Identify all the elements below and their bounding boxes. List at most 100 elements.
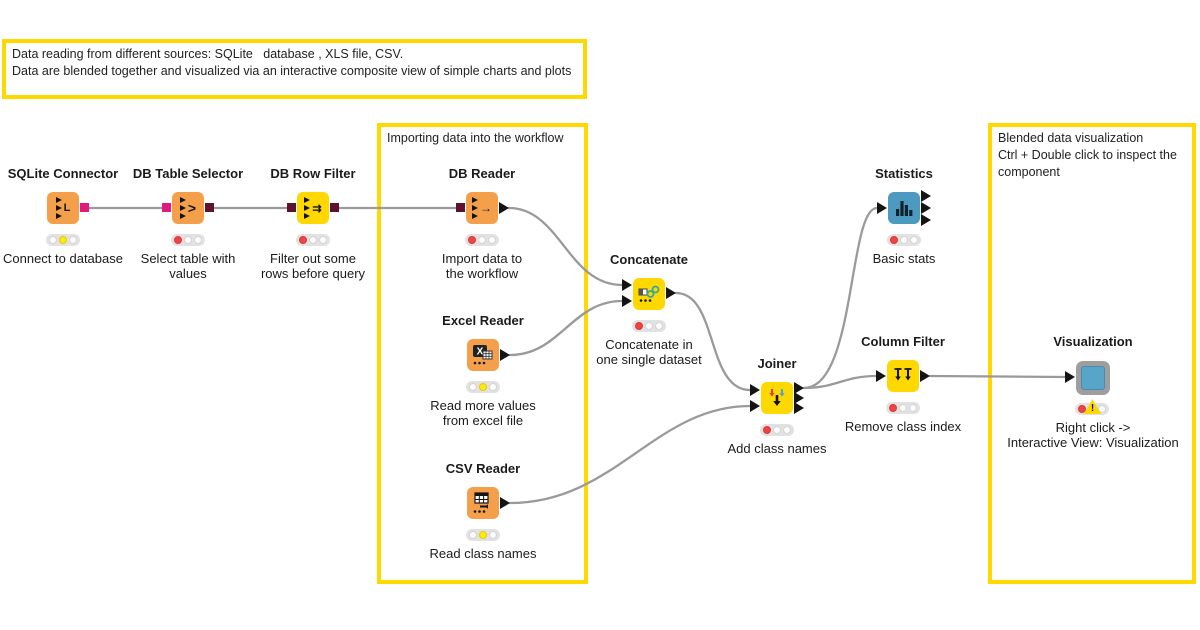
data-out-port-2[interactable]: [921, 202, 931, 214]
db-sqlite-icon[interactable]: L: [47, 192, 79, 224]
node-comment: Right click -> Interactive View: Visuali…: [1007, 420, 1179, 450]
db-stack-icon: >: [179, 197, 196, 219]
db-connection-in-port[interactable]: [162, 203, 171, 212]
data-in-port[interactable]: [1065, 371, 1075, 383]
svg-text:X: X: [477, 347, 484, 358]
node-title: Concatenate: [609, 252, 689, 267]
db-connection-out-port[interactable]: [80, 203, 89, 212]
node-visualization-component[interactable]: Visualization ! Right click -> Interacti…: [1007, 334, 1179, 450]
node-title: DB Reader: [448, 166, 516, 181]
excel-icon[interactable]: X: [467, 339, 499, 371]
data-out-port-3[interactable]: [921, 214, 931, 226]
node-comment: Filter out some rows before query: [260, 251, 366, 281]
db-data-out-port[interactable]: [205, 203, 214, 212]
data-out-port-1[interactable]: [921, 190, 931, 202]
wire-joiner-to-statistics[interactable]: [802, 206, 879, 390]
db-table-selector-icon[interactable]: >: [172, 192, 204, 224]
traffic-light: [296, 234, 330, 246]
wire-csv-to-joiner[interactable]: [508, 404, 752, 505]
data-out-port[interactable]: [500, 349, 510, 361]
csv-table-icon[interactable]: [467, 487, 499, 519]
annotation-blended-box[interactable]: Blended data visualization Ctrl + Double…: [988, 123, 1196, 584]
joiner-arrows-icon[interactable]: [761, 382, 793, 414]
db-stack-icon: ⇉: [304, 197, 322, 219]
traffic-light: [632, 320, 666, 332]
db-data-out-port[interactable]: [330, 203, 339, 212]
data-out-port-3[interactable]: [794, 402, 804, 414]
data-in-port-2[interactable]: [750, 400, 760, 412]
data-out-port[interactable]: [499, 202, 509, 214]
data-in-port-1[interactable]: [622, 279, 632, 291]
node-excel-reader[interactable]: Excel Reader X Read more values from exc…: [430, 313, 536, 428]
node-title: SQLite Connector: [7, 166, 119, 181]
csv-glyph: [473, 492, 489, 513]
node-db-table-selector[interactable]: DB Table Selector > Select table with va…: [133, 166, 243, 281]
node-column-filter[interactable]: Column Filter Remove class index: [845, 334, 961, 434]
node-concatenate[interactable]: Concatenate Concatenate in one single da…: [596, 252, 702, 367]
db-reader-icon[interactable]: →: [466, 192, 498, 224]
node-comment: Read more values from excel file: [430, 398, 536, 428]
data-in-port-1[interactable]: [750, 384, 760, 396]
db-stack-icon: →: [472, 197, 492, 219]
node-title: Column Filter: [861, 334, 945, 349]
node-title: Statistics: [875, 166, 933, 181]
node-title: Excel Reader: [442, 313, 524, 328]
data-in-port[interactable]: [876, 370, 886, 382]
data-in-port[interactable]: [877, 202, 887, 214]
data-out-port[interactable]: [666, 287, 676, 299]
column-filter-glyph: [894, 368, 912, 381]
node-title: Visualization: [1053, 334, 1133, 349]
node-db-reader[interactable]: DB Reader → Import data to the workflow: [442, 166, 522, 281]
excel-glyph: X: [473, 345, 493, 365]
joiner-glyph: [769, 389, 785, 406]
node-comment: Connect to database: [3, 251, 123, 266]
data-out-port[interactable]: [500, 497, 510, 509]
node-sqlite-connector[interactable]: SQLite Connector L Connect to database: [3, 166, 123, 266]
node-comment: Import data to the workflow: [441, 251, 523, 281]
node-comment: Select table with values: [140, 251, 236, 281]
node-comment: Basic stats: [872, 251, 936, 266]
traffic-light: [887, 234, 921, 246]
db-stack-icon: L: [55, 197, 70, 219]
node-csv-reader[interactable]: CSV Reader Read class names: [430, 461, 537, 561]
wire-concatenate-to-joiner[interactable]: [674, 291, 752, 392]
traffic-light: [465, 234, 499, 246]
concatenate-chain-icon[interactable]: [633, 278, 665, 310]
concatenate-glyph: [638, 285, 660, 302]
node-comment: Add class names: [727, 441, 827, 456]
data-in-port-2[interactable]: [622, 295, 632, 307]
histogram-glyph: [896, 201, 913, 216]
traffic-light: [760, 424, 794, 436]
db-data-in-port[interactable]: [287, 203, 296, 212]
annotation-blended-text: Blended data visualization Ctrl + Double…: [998, 131, 1177, 179]
traffic-light: [46, 234, 80, 246]
node-db-row-filter[interactable]: DB Row Filter ⇉ Filter out some rows bef…: [261, 166, 365, 281]
node-comment: Remove class index: [844, 419, 962, 434]
wire-dbreader-to-concatenate[interactable]: [507, 206, 624, 287]
column-filter-arrows-icon[interactable]: [887, 360, 919, 392]
node-title: Joiner: [757, 356, 797, 371]
component-inner-square: [1081, 366, 1105, 390]
node-title: DB Row Filter: [270, 166, 356, 181]
traffic-light: [171, 234, 205, 246]
db-data-in-port[interactable]: [456, 203, 465, 212]
annotation-top-text: Data reading from different sources: SQL…: [12, 47, 572, 78]
db-row-filter-icon[interactable]: ⇉: [297, 192, 329, 224]
traffic-light: !: [1075, 399, 1109, 415]
node-joiner[interactable]: Joiner Add class names: [728, 356, 827, 456]
traffic-light: [886, 402, 920, 414]
wire-excel-to-concatenate[interactable]: [508, 299, 624, 357]
histogram-icon[interactable]: [888, 192, 920, 224]
component-icon[interactable]: [1076, 361, 1110, 395]
annotation-top-box[interactable]: Data reading from different sources: SQL…: [2, 39, 587, 99]
node-title: DB Table Selector: [132, 166, 244, 181]
data-out-port[interactable]: [920, 370, 930, 382]
annotation-importing-text: Importing data into the workflow: [387, 131, 564, 145]
data-out-port-2[interactable]: [794, 392, 804, 404]
data-out-port-1[interactable]: [794, 382, 804, 394]
wire-columnfilter-to-visualization[interactable]: [928, 374, 1067, 379]
wire-joiner-to-columnfilter[interactable]: [802, 374, 878, 390]
node-statistics[interactable]: Statistics Basic stats: [873, 166, 936, 266]
